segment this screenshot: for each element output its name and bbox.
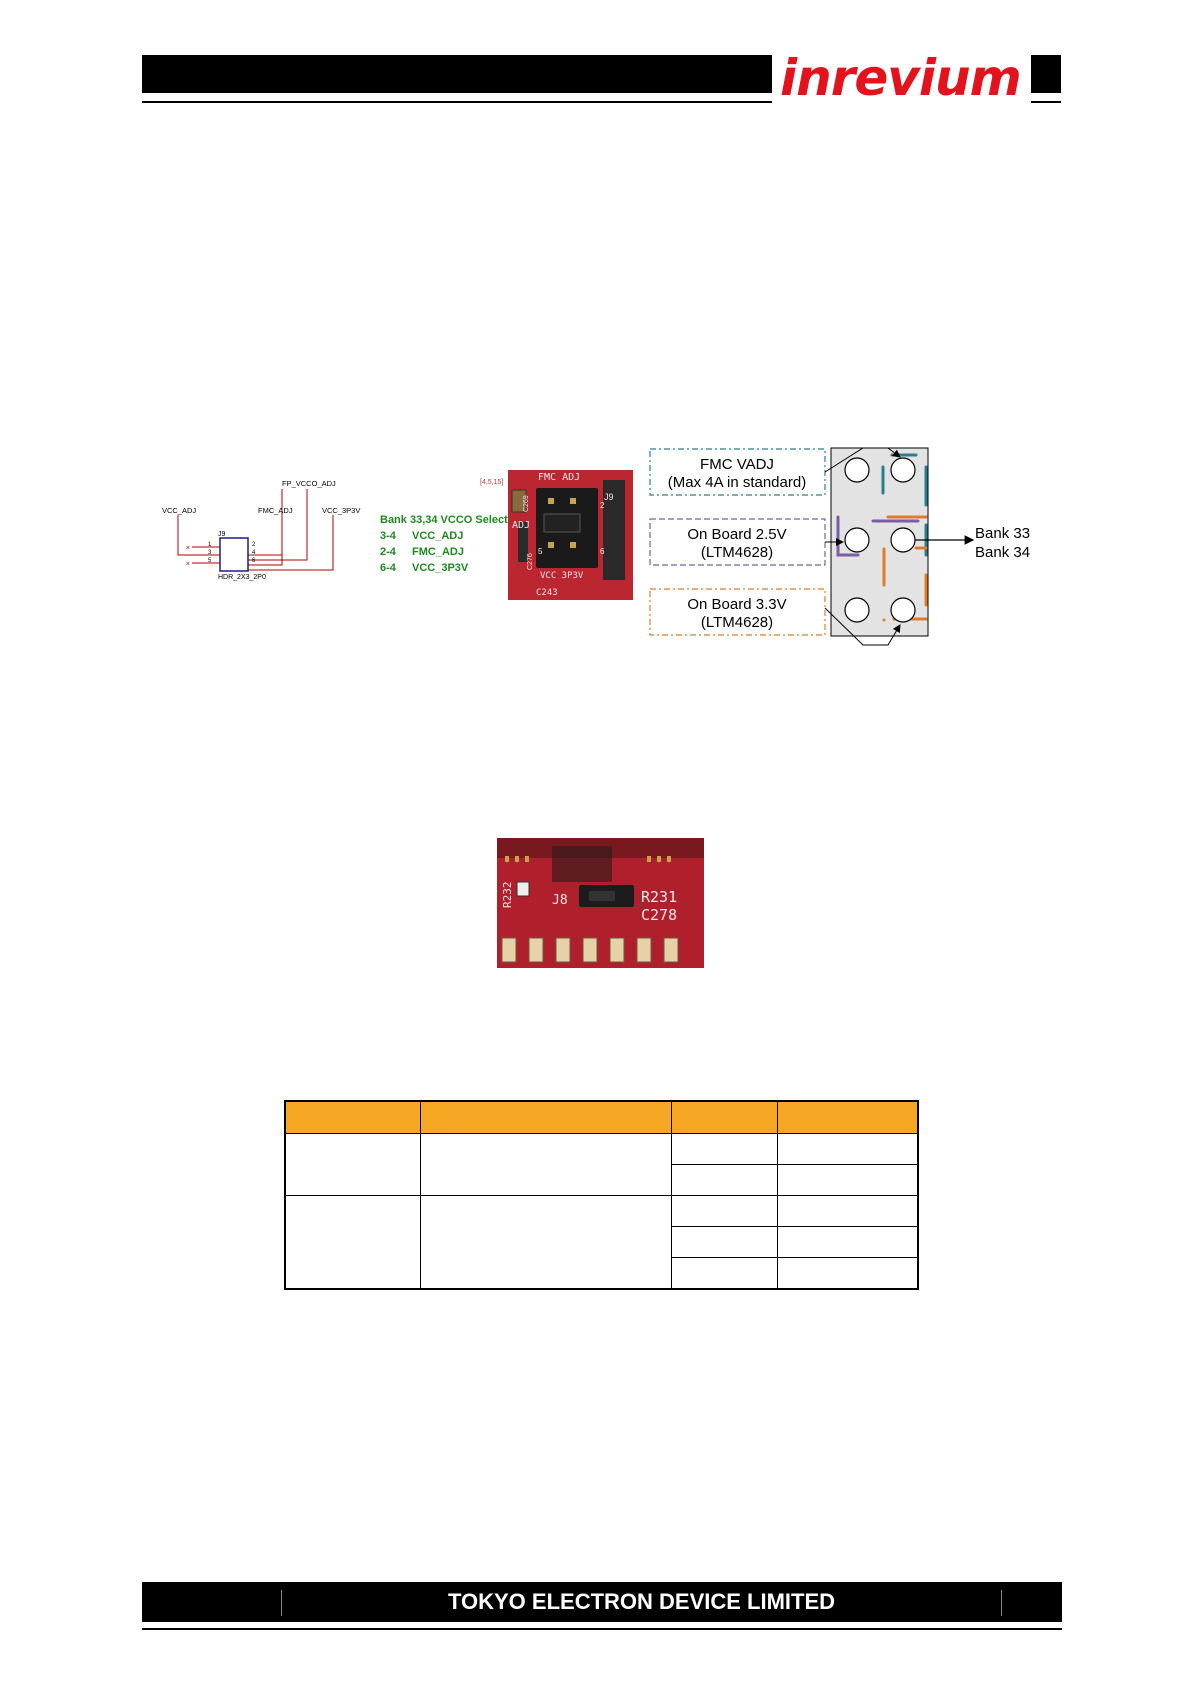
svg-text:5: 5 (538, 547, 543, 556)
table-row (285, 1226, 919, 1258)
svg-text:C243: C243 (536, 588, 558, 598)
table-cell (777, 1164, 919, 1196)
ref-j9: J9 (218, 531, 226, 538)
footer-rule (142, 1628, 1062, 1630)
table-cell (420, 1133, 672, 1196)
table-cell (671, 1195, 778, 1227)
footer-bar (142, 1582, 1062, 1622)
svg-text:J8: J8 (552, 893, 568, 908)
footer-company: TOKYO ELECTRON DEVICE LIMITED (447, 1589, 836, 1614)
vcco-select-title: Bank 33,34 VCCO Select (380, 514, 508, 526)
part-name: HDR_2X3_2P0 (218, 574, 266, 581)
bank-34-label: Bank 34 (975, 544, 1030, 561)
fmc-vadj-label: FMC VADJ (700, 456, 774, 473)
svg-text:FMC ADJ: FMC ADJ (538, 472, 580, 483)
footer-separator (281, 1590, 282, 1616)
table-header-cell (284, 1100, 421, 1134)
svg-text:R232: R232 (501, 882, 514, 909)
svg-text:×: × (186, 545, 190, 552)
onboard-33-sub: (LTM4628) (701, 614, 773, 631)
svg-text:ADJ: ADJ (512, 520, 530, 531)
bank-33-label: Bank 33 (975, 525, 1030, 542)
table-header-cell (420, 1100, 672, 1134)
svg-text:R231: R231 (641, 888, 677, 906)
table-cell (777, 1226, 919, 1258)
table-cell (420, 1195, 672, 1290)
table-header-row (284, 1100, 919, 1134)
svg-text:6: 6 (252, 558, 256, 564)
onboard-33-label: On Board 3.3V (687, 596, 786, 613)
onboard-25-sub: (LTM4628) (701, 544, 773, 561)
svg-text:C276: C276 (527, 553, 534, 570)
footer-separator (1001, 1590, 1002, 1616)
vcco-jumper-diagram: FMC VADJ (Max 4A in standard) On Board 2… (649, 447, 1030, 646)
svg-text:1: 1 (208, 542, 212, 548)
svg-text:6: 6 (600, 547, 605, 556)
inrevium-logo: inrevium (780, 49, 1022, 107)
net-vcc-adj: VCC_ADJ (162, 506, 196, 515)
j9-board-photo: FMC ADJ ADJ VCC 3P3V C243 C269 C276 J9 2… (508, 470, 633, 600)
table-cell (284, 1195, 421, 1290)
onboard-25-label: On Board 2.5V (687, 526, 786, 543)
table-header-cell (777, 1100, 919, 1134)
j8-board-photo: R232 J8 R231 C278 (497, 838, 704, 968)
header-page-box (1031, 55, 1061, 93)
j9-schematic: FP_VCCO_ADJ VCC_ADJ FMC_ADJ VCC_3P3V J9 … (162, 479, 503, 581)
table-header-cell (671, 1100, 778, 1134)
svg-text:J9: J9 (604, 492, 614, 502)
table-row (284, 1133, 919, 1196)
svg-text:C278: C278 (641, 906, 677, 924)
svg-text:5: 5 (208, 558, 212, 564)
table-row (284, 1195, 919, 1290)
header-rule-right (1031, 101, 1061, 103)
svg-text:×: × (186, 561, 190, 568)
net-fp-vcco-adj: FP_VCCO_ADJ (282, 479, 336, 488)
table-cell (671, 1133, 778, 1165)
net-fmc-adj: FMC_ADJ (258, 506, 293, 515)
table-row (285, 1257, 919, 1290)
table-cell (671, 1164, 778, 1196)
net-vcc-3p3v: VCC_3P3V (322, 506, 360, 515)
jumper-setting-table (284, 1100, 919, 1290)
header-bar (142, 55, 772, 93)
svg-text:C269: C269 (523, 495, 530, 512)
table-cell (284, 1133, 421, 1196)
table-cell (777, 1195, 919, 1227)
table-cell (777, 1257, 919, 1290)
sheet-ref: [4,5,15] (480, 479, 503, 486)
svg-text:3: 3 (208, 550, 212, 556)
header-rule (142, 101, 772, 103)
table-cell (671, 1226, 778, 1258)
table-cell (777, 1133, 919, 1165)
svg-text:4: 4 (252, 550, 256, 556)
svg-text:VCC 3P3V: VCC 3P3V (540, 571, 584, 581)
fmc-vadj-sub: (Max 4A in standard) (668, 474, 806, 491)
table-cell (671, 1257, 778, 1290)
svg-text:2: 2 (252, 542, 256, 548)
svg-text:2: 2 (600, 501, 605, 510)
